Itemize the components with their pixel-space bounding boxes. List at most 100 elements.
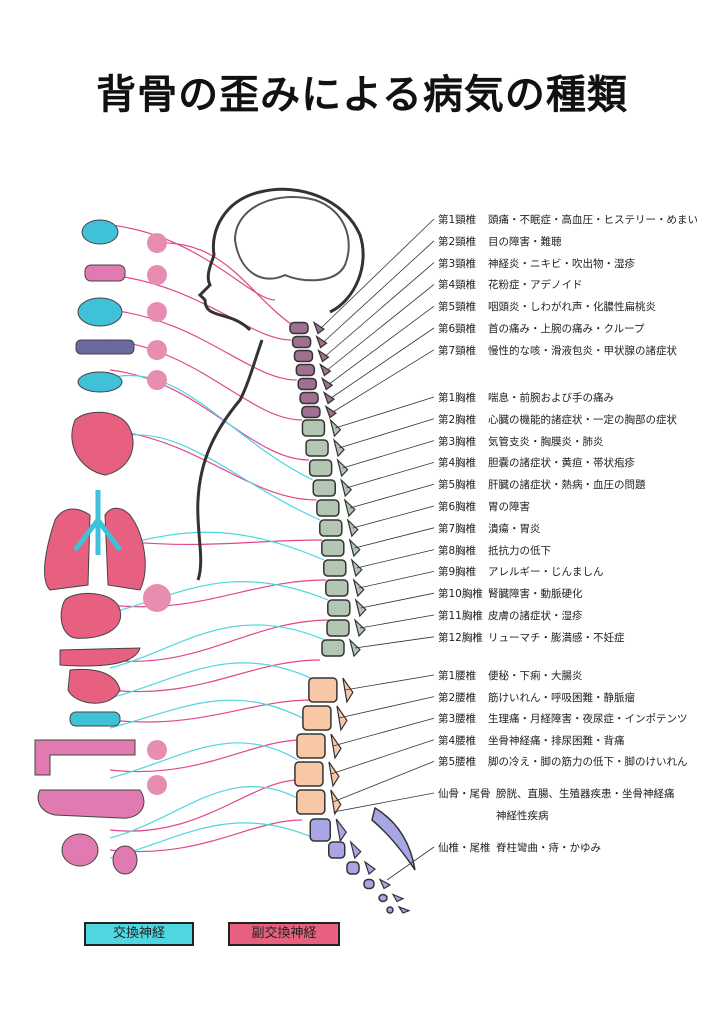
neck-chest-outline xyxy=(196,339,264,581)
ganglion xyxy=(147,740,167,760)
leader-line xyxy=(328,305,435,385)
symptom-row-thoracic: 第2胸椎心臓の機能的諸症状・一定の胸部の症状 xyxy=(438,412,677,427)
parasympathetic-nerve xyxy=(109,339,303,421)
vertebra xyxy=(299,391,319,405)
symptom-row-lumbar: 第1腰椎便秘・下痢・大腸炎 xyxy=(438,668,583,683)
vertebra xyxy=(309,818,331,842)
vertebra xyxy=(378,893,388,903)
kidney-organ xyxy=(67,668,121,704)
symptom-text: 抵抗力の低下 xyxy=(488,544,551,557)
lungs-organ xyxy=(44,507,146,591)
leader-line xyxy=(386,846,435,881)
vertebra-label: 第9胸椎 xyxy=(438,566,477,579)
symptom-text: 心臓の機能的諸症状・一定の胸部の症状 xyxy=(488,413,677,426)
ganglion xyxy=(147,340,167,360)
eye-organ xyxy=(81,219,119,245)
throat-organ xyxy=(75,339,135,355)
symptom-row-thoracic: 第7胸椎潰瘍・胃炎 xyxy=(438,521,541,536)
symptom-text: 首の痛み・上腕の痛み・クループ xyxy=(488,323,645,335)
legend-parasympathetic: 副交換神経 xyxy=(228,922,340,946)
symptom-row-cervical: 第5頸椎咽頭炎・しわがれ声・化膿性扁桃炎 xyxy=(438,299,656,314)
organs xyxy=(34,219,146,875)
leader-lines xyxy=(320,218,435,881)
vertebra xyxy=(323,559,347,577)
sympathetic-nerve xyxy=(109,581,329,614)
symptom-row-cervical: 第1頸椎頭痛・不眠症・高血圧・ヒステリー・めまい xyxy=(438,212,698,227)
intestine-organ xyxy=(34,739,136,776)
symptom-text: アレルギー・じんましん xyxy=(488,566,604,579)
legend-label: 交換神経 xyxy=(86,924,192,944)
sympathetic-nerve xyxy=(109,699,307,729)
vertebra xyxy=(312,479,336,497)
spinous-process xyxy=(315,334,328,349)
vertebra xyxy=(294,761,324,787)
symptom-text: 慢性的な咳・滑液包炎・甲状腺の諸症状 xyxy=(488,344,677,357)
vertebra xyxy=(297,377,317,391)
symptom-row-thoracic: 第6胸椎胃の障害 xyxy=(438,499,530,514)
symptom-row-lumbar: 第3腰椎生理痛・月経障害・夜尿症・インポテンツ xyxy=(438,711,688,726)
vertebra-label: 第3腰椎 xyxy=(438,713,477,726)
body-outline xyxy=(196,187,365,581)
vertebra-label: 第7胸椎 xyxy=(438,522,477,535)
spinous-process xyxy=(335,818,347,843)
leader-line xyxy=(359,614,435,629)
vertebra xyxy=(386,906,394,914)
leader-line xyxy=(332,761,435,803)
vertebra-label: 仙骨・尾骨 xyxy=(438,788,491,800)
symptom-text: 喘息・前腕および手の痛み xyxy=(488,392,614,404)
symptom-row-cervical: 第7頸椎慢性的な咳・滑液包炎・甲状腺の諸症状 xyxy=(438,343,677,358)
spine xyxy=(289,320,416,914)
leader-line xyxy=(330,327,435,399)
heart-organ xyxy=(71,411,134,476)
leader-line xyxy=(338,696,435,719)
parasympathetic-nerve xyxy=(109,659,321,693)
reproductive-organ xyxy=(112,845,138,875)
vertebra-label: 第5腰椎 xyxy=(438,756,477,769)
spinous-process xyxy=(349,840,362,860)
vertebra-label: 第10胸椎 xyxy=(438,588,483,601)
vertebra-label: 第7頸椎 xyxy=(438,344,477,357)
leader-line xyxy=(332,717,435,747)
leader-line xyxy=(356,549,435,569)
symptom-text: 坐骨神経痛・排尿困難・背痛 xyxy=(488,734,625,747)
vertebra-label: 第6胸椎 xyxy=(438,501,477,513)
leader-line xyxy=(344,674,435,691)
leader-line xyxy=(354,636,435,649)
vertebra-label: 第2頸椎 xyxy=(438,235,477,248)
sympathetic-nerve xyxy=(109,822,319,859)
liver-organ xyxy=(59,647,141,667)
symptom-row-cervical: 第3頸椎神経炎・ニキビ・吹出物・湿疹 xyxy=(438,256,635,271)
symptom-row-thoracic: 第4胸椎胆嚢の諸症状・黄疸・帯状疱疹 xyxy=(438,455,635,470)
spinous-process xyxy=(322,390,336,405)
spinous-process xyxy=(378,878,392,890)
leader-line xyxy=(335,396,435,429)
symptom-row-cervical: 第6頸椎首の痛み・上腕の痛み・クループ xyxy=(438,321,645,336)
sympathetic-nerve xyxy=(109,785,301,839)
symptom-text: 目の障害・難聴 xyxy=(488,235,562,248)
vertebra-label: 第8胸椎 xyxy=(438,544,477,557)
vertebra-label: 仙椎・尾椎 xyxy=(438,842,491,854)
parasympathetic-nerve xyxy=(109,739,303,773)
brain-icon xyxy=(233,195,350,282)
vertebra xyxy=(363,878,375,890)
parasympathetic-nerve xyxy=(109,309,297,381)
symptom-row-lumbar: 第4腰椎坐骨神経痛・排尿困難・背痛 xyxy=(438,733,625,748)
parasympathetic-nerve xyxy=(109,274,292,341)
nerve-network xyxy=(109,224,331,859)
stomach-organ xyxy=(60,592,122,639)
vertebra xyxy=(327,599,351,617)
vertebra-label: 第11胸椎 xyxy=(438,610,483,622)
symptom-text: 皮膚の諸症状・湿疹 xyxy=(488,610,583,622)
symptom-text: 脚の冷え・脚の筋力の低下・脚のけいれん xyxy=(488,756,688,769)
legend-label: 副交換神経 xyxy=(230,924,338,944)
vertebra xyxy=(346,861,360,875)
spinous-process xyxy=(330,789,342,816)
parasympathetic-nerve xyxy=(109,224,276,301)
vertebra-label: 第1胸椎 xyxy=(438,392,477,404)
vertebra xyxy=(293,349,314,363)
symptom-text: 花粉症・アデノイド xyxy=(488,279,583,292)
ganglion xyxy=(147,302,167,322)
sacrum xyxy=(371,806,416,871)
vertebra-label: 第2胸椎 xyxy=(438,413,477,426)
